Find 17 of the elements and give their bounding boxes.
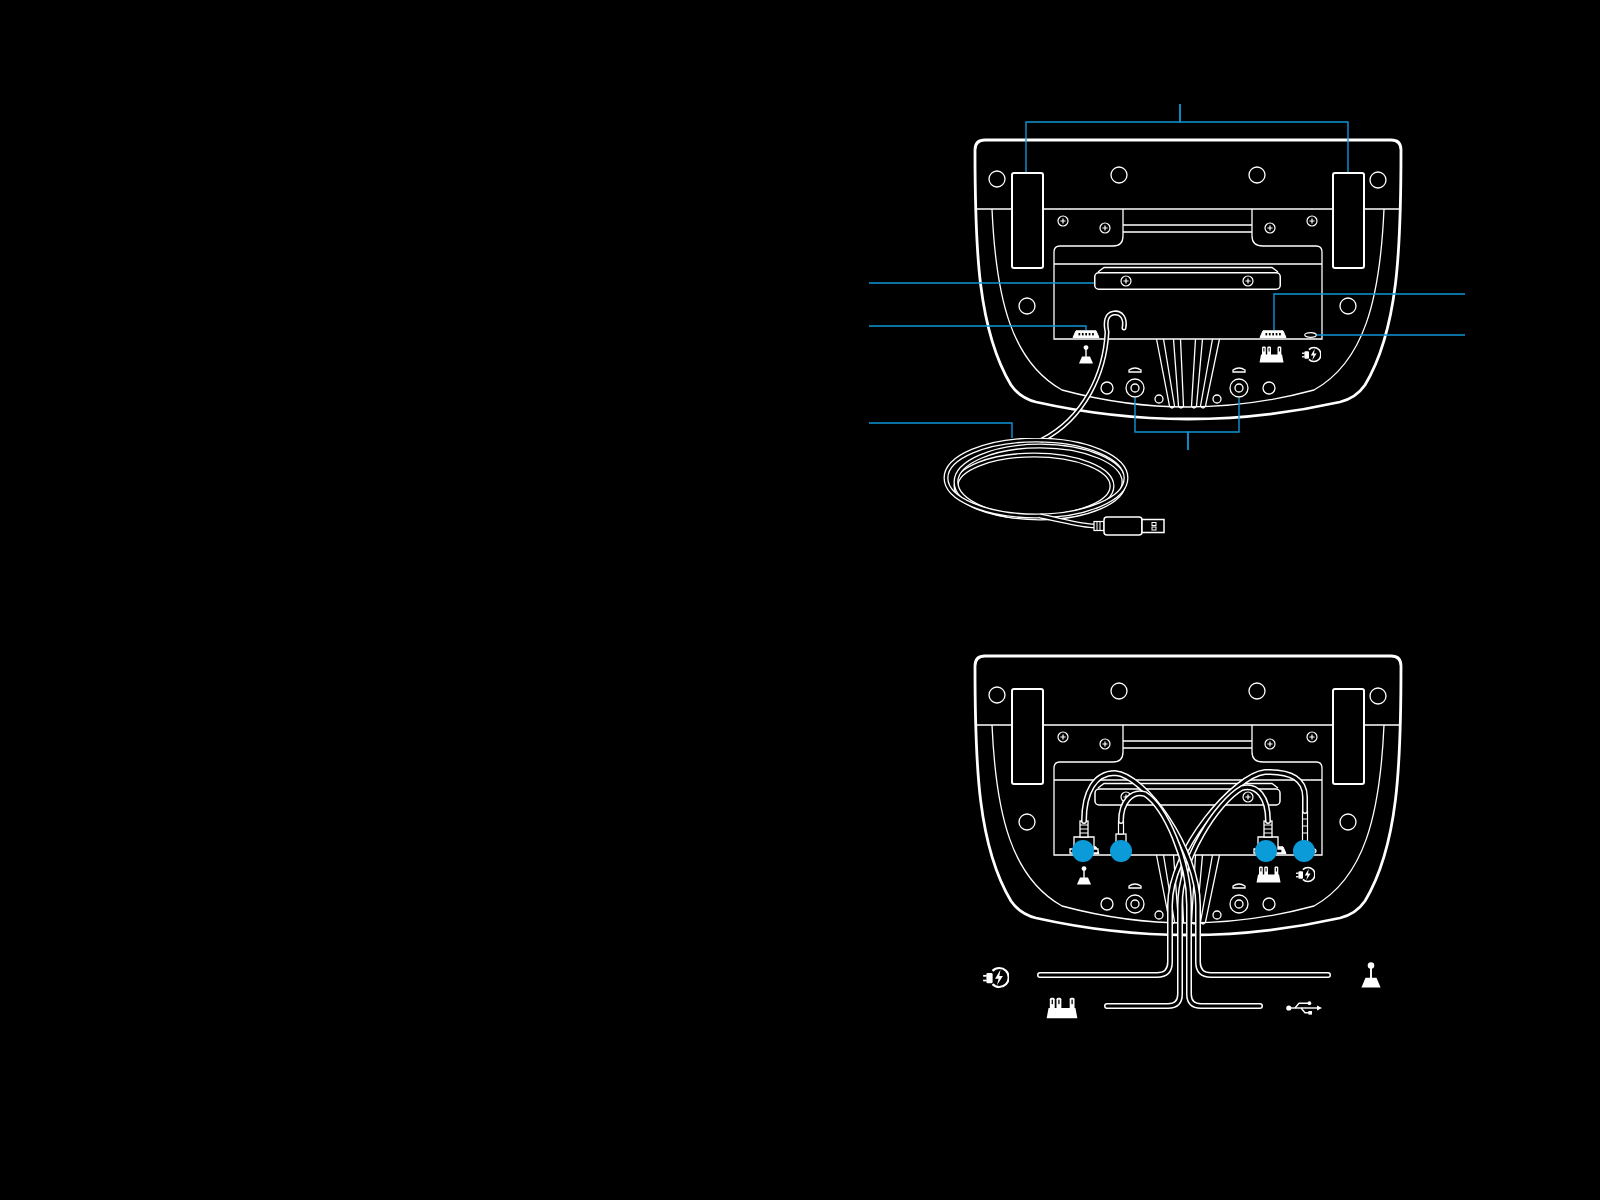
- callout-dot: [1293, 840, 1315, 862]
- leader-line: [1187, 397, 1240, 451]
- leader-line: [1273, 293, 1466, 331]
- clamp-bar: [1094, 272, 1281, 290]
- callout-dot: [1110, 840, 1132, 862]
- power-jack: [1304, 332, 1317, 338]
- leader-line: [1179, 103, 1349, 173]
- foot-pad: [1332, 172, 1365, 269]
- connector-port: [1072, 330, 1100, 338]
- clamp-knob: [1125, 378, 1145, 398]
- connector-port: [1259, 330, 1287, 338]
- leader-line: [1316, 334, 1466, 336]
- clamp-knob: [1229, 378, 1249, 398]
- foot-pad: [1011, 172, 1044, 269]
- leader-line: [868, 282, 1095, 284]
- leader-line: [868, 325, 1087, 331]
- leader-line: [868, 422, 1013, 439]
